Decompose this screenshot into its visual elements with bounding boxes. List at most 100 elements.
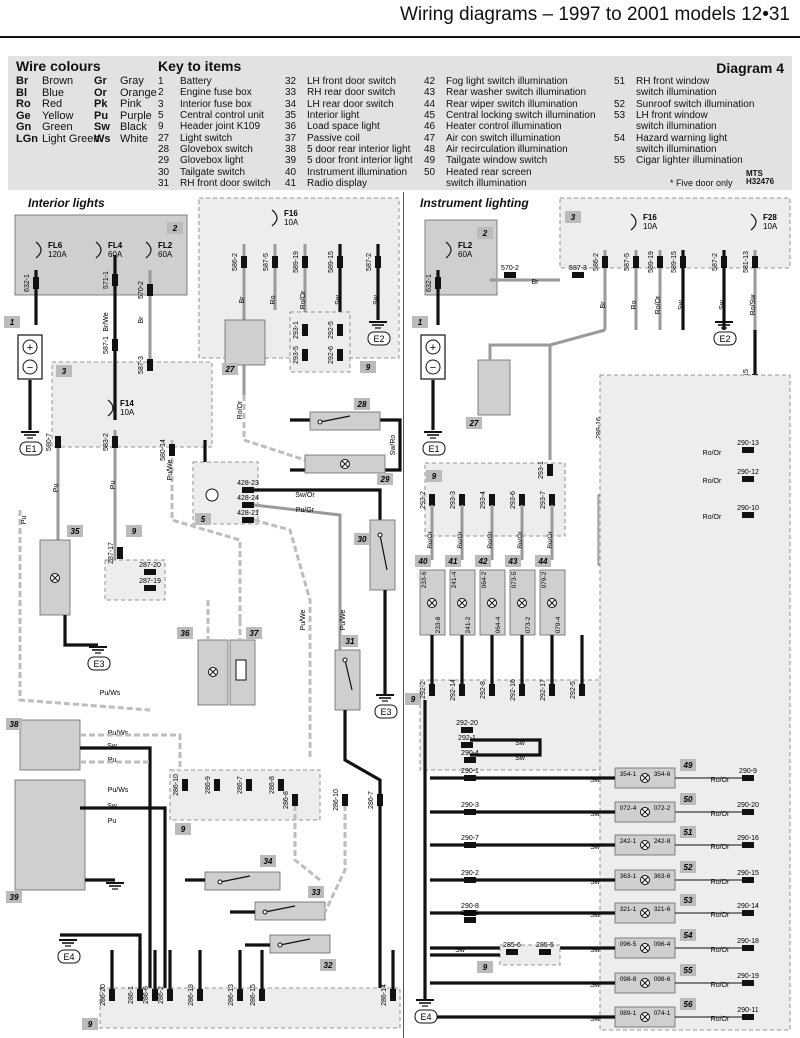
connector [109, 989, 115, 1001]
connector-label: 571-1 [103, 271, 110, 289]
key-text: Load space light [307, 121, 380, 133]
connector-label: 290-15 [737, 870, 759, 877]
diagram-label: 064-2 [481, 571, 488, 588]
illumination-lamp-44 [539, 569, 566, 636]
component-number: 36 [181, 629, 190, 638]
fuse-symbol [271, 209, 278, 227]
diagram-label: Ro/Or [655, 295, 662, 314]
component-number-tag [466, 417, 482, 429]
connector [112, 274, 118, 286]
connector-label: 632-1 [426, 274, 433, 292]
connector-label: 285-6 [503, 942, 521, 949]
connector-label: 587-2 [366, 253, 373, 271]
wire-colour-name: Orange [120, 86, 157, 99]
diagram-label: 354-6 [654, 771, 671, 778]
section-title-instrument-lighting: Instrument lighting [420, 196, 529, 210]
connector [337, 256, 343, 268]
key-text: Instrument illumination [307, 166, 408, 178]
key-number: 50 [424, 166, 436, 178]
component-number-tag [260, 855, 276, 867]
diagram-label: Br/We [103, 312, 110, 331]
component-number-tag [475, 555, 491, 567]
component-number: 9 [181, 825, 186, 834]
connector [721, 256, 727, 268]
connector-label: 286-7 [368, 791, 375, 809]
connector-label: 428-23 [237, 480, 259, 487]
diagram-label: Sw [678, 299, 685, 310]
connector [461, 742, 473, 748]
earth-label: E3 [93, 659, 104, 669]
fuse-label: F16 [643, 213, 657, 222]
diagram-label: Ro/Or [703, 514, 722, 521]
component-number: 44 [538, 557, 548, 566]
wire [253, 518, 312, 760]
diagram-label: 233-6 [421, 571, 428, 588]
wire-colour-code: Ro [16, 98, 31, 110]
connector-label: 587-5 [263, 253, 270, 271]
switch-symbol [344, 659, 353, 691]
wire [253, 503, 342, 570]
wire-colour-name: Yellow [42, 109, 74, 122]
connector [302, 349, 308, 361]
connector-label: 293-3 [450, 491, 457, 509]
component-number-tag [342, 635, 358, 647]
wire-colour-code: Br [16, 75, 29, 87]
diagram-label: Ro/Or [711, 844, 730, 851]
component-number-tag [175, 823, 191, 835]
diagram-label: Ro/Sw [750, 294, 757, 316]
connector-label: 286-10 [333, 789, 340, 811]
key-number: 43 [424, 87, 436, 99]
key-number: 45 [424, 110, 436, 122]
diagram-label: 354-1 [620, 771, 637, 778]
key-text: RH rear door switch [307, 87, 396, 99]
component-number-tag [360, 361, 376, 373]
connector [504, 272, 516, 278]
connector-label: 286-2 [158, 986, 165, 1004]
component-number: 5 [201, 515, 206, 524]
component-number: 28 [357, 400, 367, 409]
key-number: 1 [158, 76, 164, 87]
earth-label-box [367, 331, 391, 346]
key-number: 30 [158, 166, 170, 178]
key-number: 54 [614, 132, 626, 144]
diagram-label: 242-1 [620, 838, 637, 845]
connector-label: 286-6 [143, 986, 150, 1004]
diagram-label: 089-1 [620, 1010, 637, 1017]
component-number-tag [354, 533, 370, 545]
wire-colour-name: Black [120, 121, 147, 133]
fuse-symbol [95, 241, 102, 259]
connector [55, 436, 61, 448]
light-switch-27 [224, 319, 266, 366]
connector [489, 684, 495, 696]
connector [549, 494, 555, 506]
diagram-label: 241-2 [465, 616, 472, 633]
connector [337, 324, 343, 336]
connector-label: 288-16 [596, 417, 603, 439]
connector-label: 570-2 [138, 281, 145, 299]
key-number: 53 [614, 110, 626, 122]
diagram-label: 098-8 [620, 976, 637, 983]
connector [302, 324, 308, 336]
earth-label-box [19, 441, 43, 456]
key-text: Interior fuse box [180, 98, 252, 110]
diagram-label: Diagram 4 [716, 60, 784, 76]
key-number: 34 [285, 98, 297, 110]
connector-label: 290-10 [737, 505, 759, 512]
connector [237, 989, 243, 1001]
component-number-tag [308, 886, 324, 898]
connector [489, 494, 495, 506]
key-text: Central control unit [180, 110, 264, 122]
earth-label-box [57, 949, 81, 964]
fuse-symbol [107, 399, 114, 417]
fuse-symbol [145, 241, 152, 259]
key-number: 49 [424, 155, 436, 167]
